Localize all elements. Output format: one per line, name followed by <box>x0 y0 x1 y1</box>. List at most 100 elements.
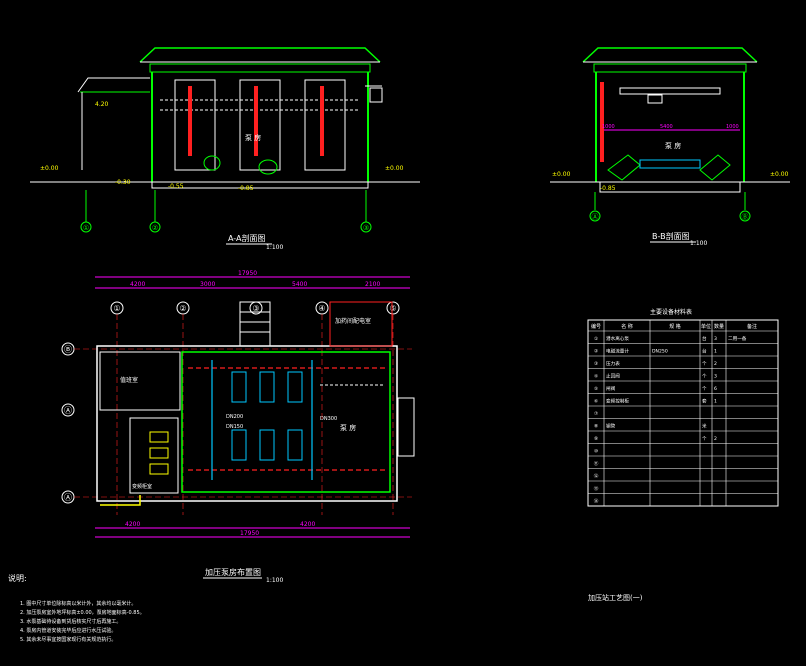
table-cell: DN250 <box>652 349 668 355</box>
table-cell: ⑭ <box>594 498 599 505</box>
aa-scale: 1:100 <box>266 244 283 251</box>
table-cell: ⑧ <box>594 424 598 430</box>
plan-axis-label-1: ① <box>113 304 120 313</box>
bb-axis-label-a: Ⓐ <box>592 213 599 221</box>
plan-top-room <box>329 301 393 347</box>
plan-axis-label-a: Ⓐ <box>64 493 72 502</box>
notes-line-1: 1. 图中尺寸单位除标高以米计外，其余均以毫米计。 <box>20 600 136 607</box>
plan-axis-label-2: ② <box>179 304 186 313</box>
notes-line-5: 5. 其余未尽事宜按国家现行有关规范执行。 <box>20 636 116 643</box>
plan-axis-label-a1: Ⓐ <box>64 406 72 415</box>
bb-hoist <box>647 94 663 104</box>
plan-cable <box>100 495 141 506</box>
plan-pipe-label-3: DN150 <box>226 424 243 430</box>
notes-line-2: 2. 加压泵房室外地坪标高±0.00，泵房地面标高-0.85。 <box>20 609 145 616</box>
plan-pump-5 <box>259 429 275 461</box>
bb-level-ground-right: ±0.00 <box>770 171 789 178</box>
plan-dim-top-3: 5400 <box>292 281 307 288</box>
plan-dim-top-1: 4200 <box>130 281 145 288</box>
plan-title: 加压泵房布置图 <box>205 567 261 577</box>
plan-dim-overall: 17950 <box>238 270 257 277</box>
table-header-cell: 单位 <box>701 323 711 330</box>
plan-dim-top-2: 3000 <box>200 281 215 288</box>
bb-title: B-B剖面图 <box>652 231 690 241</box>
aa-level-ground-right: ±0.00 <box>385 165 404 172</box>
table-cell: 个 <box>702 386 707 392</box>
bb-crane-beam <box>619 87 721 95</box>
aa-frame-3 <box>304 79 346 171</box>
plan-axis-label-b: Ⓑ <box>64 345 72 354</box>
bb-ring-beam <box>593 63 747 73</box>
table-cell: ⑨ <box>594 436 598 442</box>
table-cell: 台 <box>702 348 707 355</box>
aa-pump-1 <box>203 155 221 171</box>
plan-equipment-room <box>129 417 179 494</box>
bb-room-label: 泵 房 <box>665 141 681 150</box>
table-cell: 闸阀 <box>606 385 616 392</box>
table-cell: 1 <box>714 349 717 355</box>
plan-pump-2 <box>259 371 275 403</box>
table-cell: 止回阀 <box>606 373 620 380</box>
bb-level-ground: ±0.00 <box>552 171 571 178</box>
table-cell: ④ <box>594 374 598 380</box>
bb-axis-label-b: Ⓑ <box>742 213 749 221</box>
notes-line-4: 4. 泵房内管道安装完毕后应进行水压试验。 <box>20 627 116 634</box>
table-cell: 潜水离心泵 <box>606 335 629 342</box>
aa-parapet <box>369 87 383 103</box>
table-cell: 2 <box>714 361 717 367</box>
aa-pipe-riser-3 <box>320 86 324 156</box>
table-border <box>587 319 779 507</box>
plan-pump-4 <box>231 429 247 461</box>
plan-pump-room-label: 泵 房 <box>340 423 356 432</box>
plan-pump-room-wall <box>181 351 391 493</box>
table-cell: 压力表 <box>606 360 620 367</box>
sheet-title: 加压站工艺图(一) <box>588 593 643 602</box>
bb-floor-pit <box>599 182 741 193</box>
plan-dim-bottom-3: 4200 <box>300 521 315 528</box>
table-cell: 个 <box>702 361 707 367</box>
plan-pump-6 <box>287 429 303 461</box>
plan-dim-top-4: 2100 <box>365 281 380 288</box>
plan-cabinet-1 <box>149 431 169 443</box>
table-cell: ⑬ <box>594 485 599 492</box>
aa-pipe-riser-1 <box>188 86 192 156</box>
aa-axis-bubble-2 <box>149 221 161 233</box>
plan-scale: 1:100 <box>266 577 283 584</box>
plan-control-room <box>99 351 181 411</box>
plan-equipment-room-label: 变频柜室 <box>132 483 152 490</box>
aa-level-out: -0.30 <box>115 179 131 186</box>
plan-pump-1 <box>231 371 247 403</box>
aa-level-ground: ±0.00 <box>40 165 59 172</box>
table-cell: 套 <box>702 398 707 405</box>
notes: 说明: 1. 图中尺寸单位除标高以米计外，其余均以毫米计。 2. 加压泵房室外地… <box>8 573 145 643</box>
table-cell: ⑦ <box>594 411 598 417</box>
table-cell: ⑤ <box>594 386 598 392</box>
plan-door-right <box>397 397 415 457</box>
aa-axis-label-1: ① <box>83 224 89 232</box>
bb-dim-3: 1000 <box>726 124 739 130</box>
table-cell: ⑫ <box>594 473 599 480</box>
table-cell: 3 <box>714 374 717 380</box>
plan-top-room-label: 加药间配电室 <box>335 317 371 325</box>
aa-level-pit: -0.55 <box>168 183 184 190</box>
aa-roof <box>139 47 381 63</box>
bb-scale: 1:100 <box>690 240 707 247</box>
notes-heading: 说明: <box>8 573 27 583</box>
notes-line-3: 3. 水泵基础待设备到货后核实尺寸后再施工。 <box>20 618 121 625</box>
plan-dim-bottom-1: 4200 <box>125 521 140 528</box>
bb-dim-1: 1000 <box>602 124 615 130</box>
plan-axis-label-4: ④ <box>318 304 325 313</box>
aa-pump-2 <box>258 159 278 175</box>
table-cell: 2 <box>714 436 717 442</box>
aa-pipe-riser-2 <box>254 86 258 156</box>
bb-pump-right <box>699 154 731 181</box>
plan-stair <box>239 301 271 347</box>
aa-room-label: 泵 房 <box>245 133 261 142</box>
bb-dim-2: 5400 <box>660 124 673 130</box>
plan-axis-label-5: ⑤ <box>389 304 396 313</box>
table-cell: 电磁流量计 <box>606 348 629 355</box>
table-cell: 台 <box>702 335 707 342</box>
